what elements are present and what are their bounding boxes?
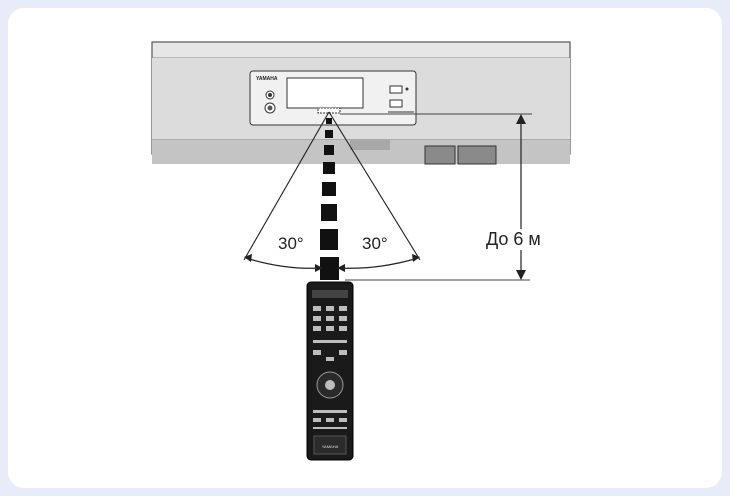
angle-arcs — [244, 254, 420, 272]
brand-logo: YAMAHA — [256, 76, 278, 82]
range-lines — [243, 111, 532, 281]
angle-left-label: 30° — [278, 234, 304, 253]
display-panel: YAMAHA — [249, 70, 417, 126]
distance-label: До 6 м — [484, 229, 543, 250]
ir-beam — [320, 118, 339, 280]
remote-control: YAMAHA — [306, 281, 354, 461]
angle-right-label: 30° — [362, 234, 388, 253]
svg-text:YAMAHA: YAMAHA — [322, 444, 339, 449]
